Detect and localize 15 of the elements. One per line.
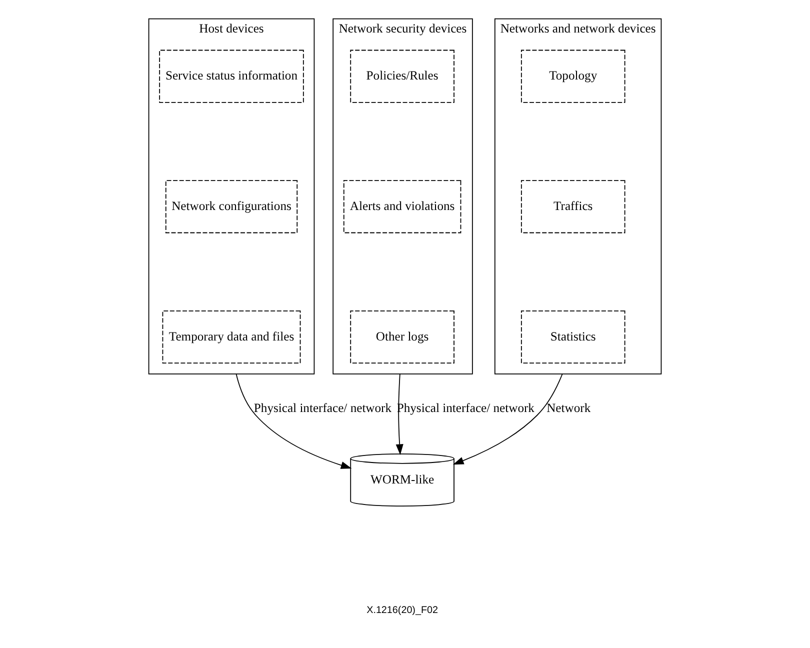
node-box: Service status information <box>159 50 304 103</box>
arrow <box>396 373 404 456</box>
node-box: Temporary data and files <box>162 310 301 364</box>
node-box: Traffics <box>520 180 626 234</box>
node-box: Topology <box>520 50 626 103</box>
label: X.1216(20)_F02 <box>366 604 438 616</box>
node-box: Statistics <box>520 310 626 364</box>
edge-label: Network <box>546 400 591 415</box>
node-box: Other logs <box>350 310 454 364</box>
arrow <box>452 373 563 465</box>
node-box: Policies/Rules <box>350 50 454 103</box>
node-box: Alerts and violations <box>343 180 462 234</box>
arrow <box>236 373 352 469</box>
edge-label: Physical interface/ network <box>254 400 392 415</box>
node-box: Network configurations <box>165 180 298 234</box>
